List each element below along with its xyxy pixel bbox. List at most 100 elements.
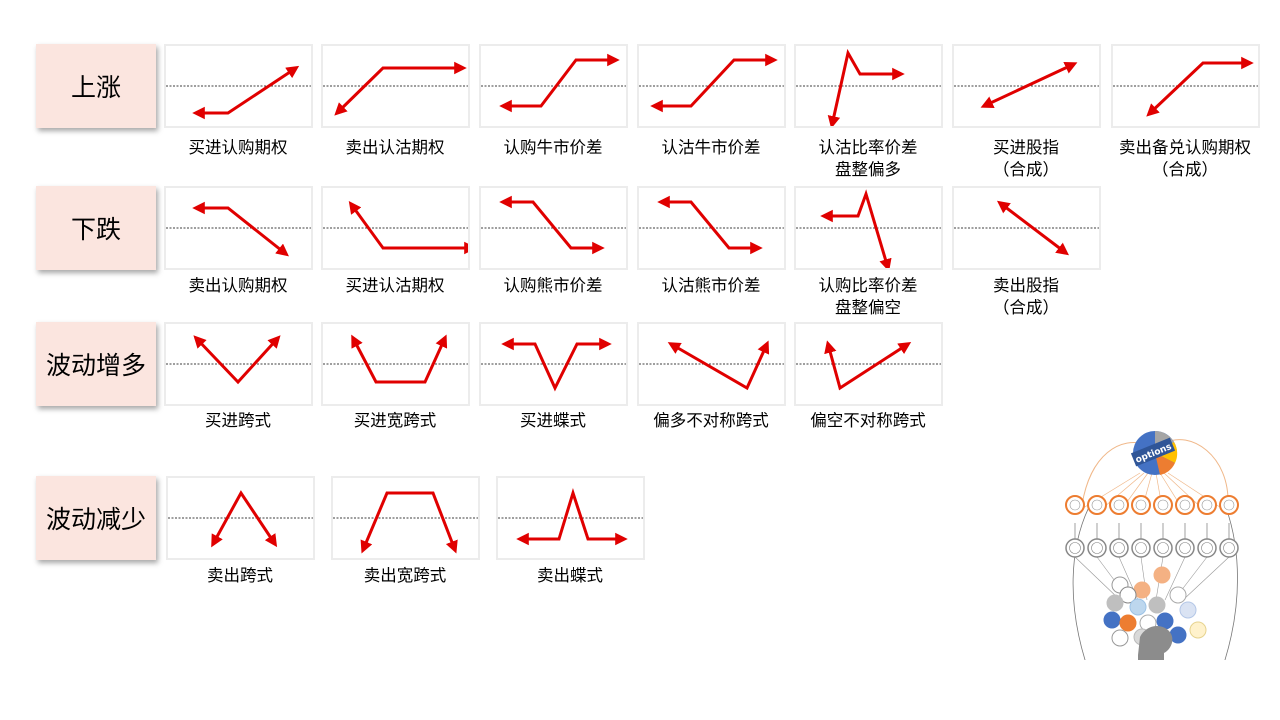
payoff-arrow-line [516, 488, 628, 546]
strategy-card [321, 322, 470, 406]
payoff-arrow-line [351, 334, 448, 384]
payoff-arrow-line [996, 200, 1070, 256]
payoff-arrow-line [501, 337, 612, 392]
strategy-card [794, 322, 943, 406]
strategy-card [321, 186, 470, 270]
payoff-arrow-line [1146, 56, 1254, 117]
caption-line: 认购牛市价差 [503, 138, 603, 157]
caption-line: 卖出认沽期权 [345, 138, 445, 157]
caption-line: （合成） [1152, 160, 1218, 179]
payoff-arrow-line [360, 491, 458, 554]
strategy-caption: 卖出宽跨式 [315, 565, 495, 587]
payoff-arrow-line [980, 62, 1078, 108]
payoff-chart [498, 488, 643, 546]
caption-line: 认购比率价差 [818, 276, 918, 295]
strategy-caption: 认沽熊市价差 [621, 275, 801, 297]
payoff-arrow-line [650, 53, 778, 113]
payoff-chart [323, 61, 468, 116]
payoff-arrow-line [211, 490, 278, 548]
caption-line: 盘整偏空 [835, 298, 901, 317]
caption-line: 认沽牛市价差 [661, 138, 761, 157]
strategy-caption: 卖出认购期权 [148, 275, 328, 297]
payoff-arrow-line [192, 201, 289, 257]
payoff-chart [796, 340, 941, 391]
payoff-chart [639, 195, 784, 255]
strategy-caption: 偏空不对称跨式 [778, 410, 958, 432]
row-label: 上涨 [36, 44, 156, 128]
caption-line: 卖出跨式 [207, 566, 273, 585]
strategy-caption: 卖出蝶式 [480, 565, 660, 587]
caption-line: 卖出股指 [993, 276, 1059, 295]
payoff-arrow-line [827, 48, 905, 126]
strategy-caption: 认购比率价差盘整偏空 [778, 275, 958, 319]
payoff-chart [166, 65, 311, 120]
row-label: 波动增多 [36, 322, 156, 406]
strategy-caption: 偏多不对称跨式 [621, 410, 801, 432]
strategy-caption: 认购牛市价差 [463, 137, 643, 159]
payoff-chart [323, 334, 468, 384]
payoff-chart [166, 201, 311, 257]
payoff-arrow-line [820, 189, 892, 268]
payoff-arrow-line [499, 195, 605, 255]
strategy-caption: 卖出备兑认购期权（合成） [1095, 137, 1275, 181]
caption-line: 买进认沽期权 [345, 276, 445, 295]
payoff-chart [333, 491, 478, 554]
caption-line: 偏空不对称跨式 [810, 411, 926, 430]
caption-line: 认购熊市价差 [503, 276, 603, 295]
payoff-chart [796, 189, 941, 268]
payoff-chart [481, 195, 626, 255]
caption-line: 认沽熊市价差 [661, 276, 761, 295]
payoff-arrow-line [192, 65, 300, 120]
strategy-card [637, 44, 786, 128]
payoff-arrow-line [824, 340, 912, 391]
payoff-arrow-line [348, 200, 468, 255]
strategy-card [479, 44, 628, 128]
payoff-arrow-line [499, 53, 620, 113]
caption-line: （合成） [993, 298, 1059, 317]
strategy-card [637, 186, 786, 270]
caption-line: 盘整偏多 [835, 160, 901, 179]
payoff-chart [954, 200, 1099, 256]
strategy-card [166, 476, 315, 560]
caption-line: 买进蝶式 [520, 411, 586, 430]
strategy-caption: 买进认购期权 [148, 137, 328, 159]
strategy-caption: 买进蝶式 [463, 410, 643, 432]
strategy-caption: 买进股指（合成） [936, 137, 1116, 181]
payoff-chart [481, 337, 626, 392]
payoff-chart [954, 62, 1099, 108]
caption-line: 买进认购期权 [188, 138, 288, 157]
payoff-chart [168, 490, 313, 548]
strategy-card [952, 44, 1101, 128]
payoff-chart [639, 340, 784, 391]
strategy-card [1111, 44, 1260, 128]
strategy-caption: 认购熊市价差 [463, 275, 643, 297]
strategy-caption: 认沽比率价差盘整偏多 [778, 137, 958, 181]
payoff-chart [166, 335, 311, 385]
caption-line: （合成） [993, 160, 1059, 179]
strategy-card [496, 476, 645, 560]
strategy-card [164, 44, 313, 128]
payoff-arrow-line [193, 335, 281, 385]
strategy-card [164, 186, 313, 270]
payoff-arrow-line [657, 195, 763, 255]
strategy-card [479, 186, 628, 270]
strategy-card [164, 322, 313, 406]
strategy-card [479, 322, 628, 406]
strategy-caption: 认沽牛市价差 [621, 137, 801, 159]
payoff-chart [796, 48, 941, 126]
strategy-card [331, 476, 480, 560]
strategy-caption: 卖出跨式 [150, 565, 330, 587]
caption-line: 买进宽跨式 [353, 411, 437, 430]
strategy-card [794, 186, 943, 270]
payoff-arrow-line [334, 61, 467, 116]
caption-line: 偏多不对称跨式 [653, 411, 769, 430]
strategy-card [321, 44, 470, 128]
payoff-arrow-line [667, 340, 770, 391]
payoff-chart [481, 53, 626, 113]
strategy-caption: 卖出认沽期权 [305, 137, 485, 159]
strategy-caption: 买进跨式 [148, 410, 328, 432]
payoff-chart [639, 53, 784, 113]
strategy-card [637, 322, 786, 406]
brain-network-icon: options [1065, 431, 1239, 660]
strategy-caption: 卖出股指 （合成） [936, 275, 1116, 319]
